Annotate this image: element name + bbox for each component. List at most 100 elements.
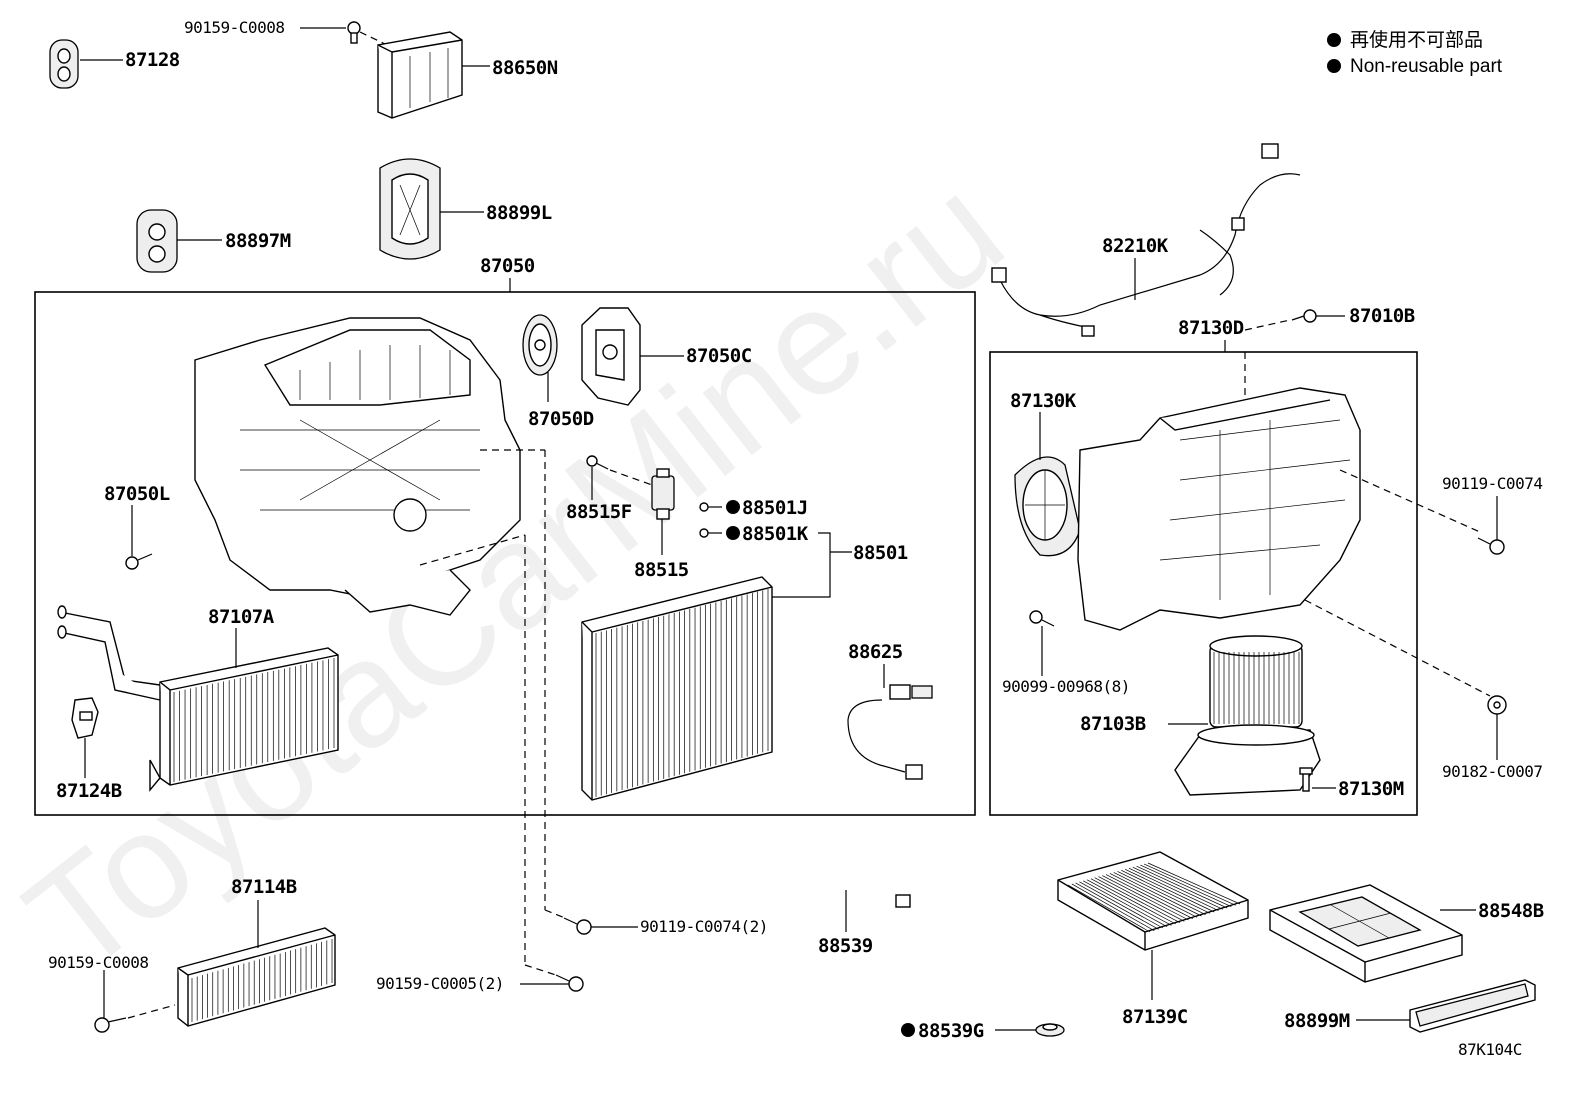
label-88501: 88501 [853, 542, 908, 564]
label-90159-C0008-bottom: 90159-C0008 [48, 953, 148, 972]
part-87128-grommet [49, 39, 79, 89]
group-label-87050: 87050 [480, 255, 535, 277]
part-87107A-heater-core [57, 605, 339, 792]
part-87103B-blower-motor [1174, 635, 1321, 796]
label-90159-C0005-2: 90159-C0005(2) [376, 974, 504, 993]
label-87103B: 87103B [1080, 713, 1146, 735]
label-87107A: 87107A [208, 606, 275, 628]
label-87050D: 87050D [528, 408, 594, 430]
legend-bullet-jp [1327, 33, 1341, 47]
part-88539G-grommet [1035, 1023, 1065, 1037]
label-88650N: 88650N [492, 57, 558, 79]
hatch-line [1136, 865, 1228, 909]
part-87050C-actuator [581, 307, 641, 406]
hatch-line [1079, 881, 1164, 929]
hatch-line [1102, 875, 1189, 921]
label-87050L: 87050L [104, 483, 170, 505]
hatch-line [1117, 871, 1206, 915]
label-87010B: 87010B [1349, 305, 1415, 327]
part-90119-C0074-2-screw [563, 917, 592, 935]
label-88897M: 88897M [225, 230, 291, 252]
label-88515F: 88515F [566, 501, 632, 523]
legend-en: Non-reusable part [1350, 56, 1503, 77]
legend-jp: 再使用不可部品 [1350, 29, 1483, 51]
label-90099-00968: 90099-00968(8) [1002, 677, 1130, 696]
part-87010B-screw [1291, 309, 1317, 323]
label-87124B: 87124B [56, 780, 122, 802]
part-88539-drain-hose [719, 841, 1050, 1026]
hatch-line [1075, 882, 1159, 930]
blower-fan-blades [1213, 652, 1300, 724]
label-88539G: 88539G [918, 1020, 984, 1042]
hatch-line [1113, 872, 1202, 917]
label-87114B: 87114B [231, 876, 297, 898]
hatch-line [1071, 883, 1155, 931]
hatch-line [1128, 867, 1219, 911]
group-box-87130D [989, 351, 1418, 816]
part-90159-C0008-screw-top [347, 21, 361, 44]
label-88899M: 88899M [1284, 1010, 1350, 1032]
part-90182-C0007-nut [1487, 695, 1507, 715]
non-reusable-mark-88501J [726, 500, 740, 514]
label-88625: 88625 [848, 641, 903, 663]
hatch-line [1086, 879, 1172, 926]
diagram-code: 87K104C [1458, 1040, 1522, 1059]
part-87130K-fan-cover [1014, 456, 1081, 557]
part-88899L-seal [379, 158, 441, 260]
hatch-line [1121, 870, 1211, 914]
label-88899L: 88899L [486, 202, 552, 224]
label-90119-C0074: 90119-C0074 [1442, 474, 1542, 493]
part-88515F-screw [586, 455, 609, 470]
part-90099-00968-screw [1029, 610, 1055, 627]
hatch-line [1124, 868, 1215, 913]
label-90182-C0007: 90182-C0007 [1442, 762, 1542, 781]
part-88501K-oring [699, 528, 709, 538]
part-88515-expansion-valve [651, 468, 675, 520]
part-88899M-seal [1409, 979, 1536, 1033]
hatch-line [1090, 878, 1176, 925]
part-82210K-harness [991, 143, 1301, 337]
part-88501J-oring [699, 502, 709, 512]
label-88539: 88539 [818, 935, 873, 957]
part-87130D-blower-case [1077, 387, 1361, 631]
part-87130M-screw [1299, 767, 1313, 792]
label-87128: 87128 [125, 49, 180, 71]
part-88897M-grommet [136, 209, 178, 273]
label-90159-C0008-top: 90159-C0008 [184, 18, 284, 37]
hatch-line [1067, 884, 1151, 933]
label-88515: 88515 [634, 559, 689, 581]
part-88650N-bracket [377, 31, 463, 119]
part-90159-C0008-screw-bottom [94, 1017, 127, 1033]
heater-core-fins [173, 658, 335, 782]
part-87050D-gear [522, 314, 558, 376]
part-90159-C0005-2-screw [555, 974, 584, 992]
group-box-87050 [34, 291, 976, 816]
part-88625-sensor [847, 684, 933, 780]
hatch-line [1094, 877, 1181, 923]
hatch-line [1109, 873, 1198, 918]
hatch-line [1105, 874, 1194, 919]
evaporator-fins [595, 589, 769, 797]
legend-bullet-en [1327, 59, 1341, 73]
hatch-line [1098, 876, 1185, 922]
label-82210K: 82210K [1102, 235, 1169, 257]
hatch-line [1147, 862, 1241, 905]
part-87050L-screw [125, 553, 153, 570]
part-87050-heater-case [194, 317, 521, 616]
label-88501J: 88501J [742, 497, 808, 519]
part-88548B-filter-cover [1269, 884, 1463, 983]
part-88501-evaporator [581, 576, 773, 801]
part-90119-C0074-screw [1477, 537, 1505, 555]
non-reusable-mark-88539G [901, 1023, 915, 1037]
group-label-87130D: 87130D [1178, 317, 1244, 339]
label-90119-C0074-2: 90119-C0074(2) [640, 917, 768, 936]
label-88548B: 88548B [1478, 900, 1544, 922]
hatch-line [1083, 880, 1168, 927]
part-87114B-filter [177, 927, 336, 1027]
label-87139C: 87139C [1122, 1006, 1188, 1028]
part-87124B-clip [71, 697, 99, 739]
non-reusable-mark-88501K [726, 526, 740, 540]
filter-87114B-pleats [191, 939, 333, 1022]
part-87139C-cabin-filter [1057, 851, 1249, 951]
